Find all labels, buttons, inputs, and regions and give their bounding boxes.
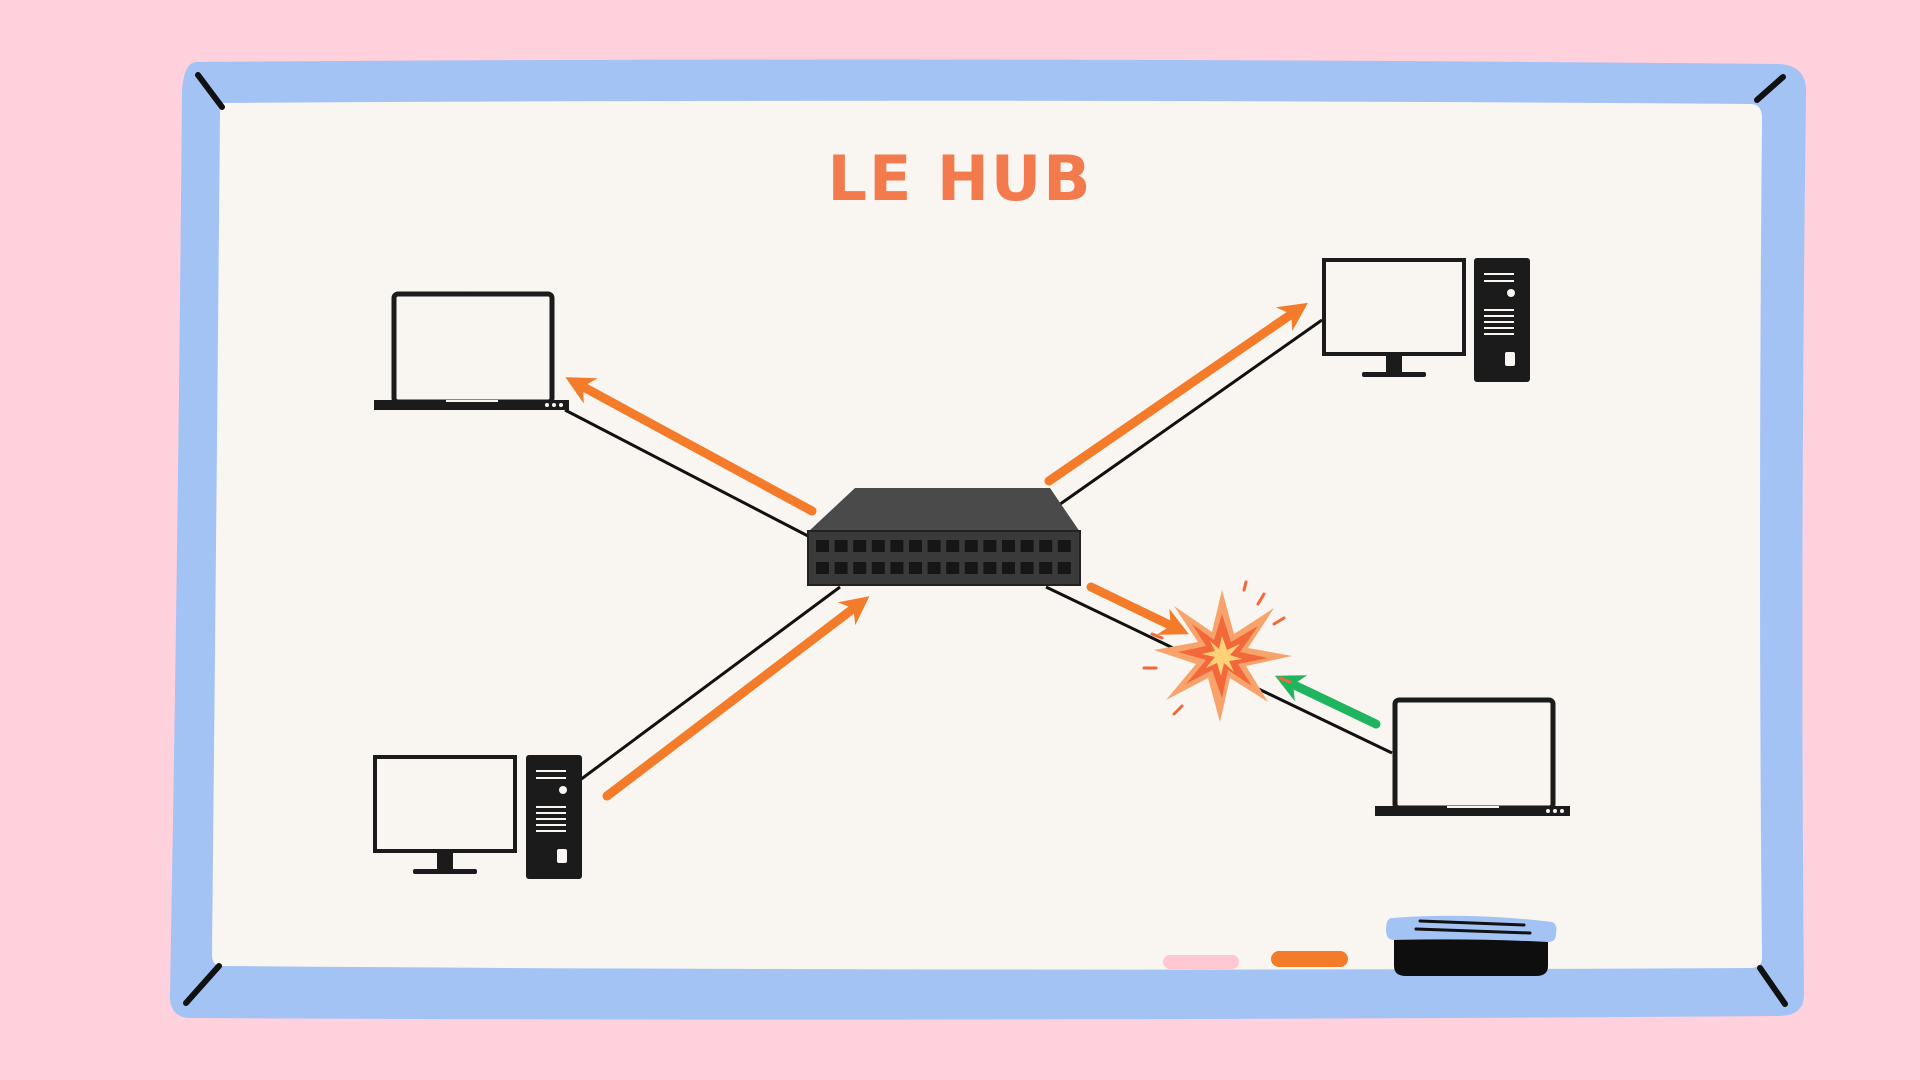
laptop-led	[1560, 809, 1564, 813]
tower-power-button	[559, 786, 567, 794]
laptop-trackpad-slot	[446, 400, 498, 402]
corner-mark-top-left	[195, 72, 225, 110]
hub-port	[834, 540, 848, 552]
cable-hub-to-desktop-top-right	[1055, 318, 1323, 509]
spark	[1172, 704, 1184, 716]
laptop-led	[559, 403, 563, 407]
laptop-icon	[1375, 697, 1570, 816]
laptop-led	[552, 403, 556, 407]
desktop-computer-icon	[1322, 258, 1530, 382]
cable-hub-to-laptop-top-left	[564, 408, 809, 538]
desktop-tower	[1474, 258, 1530, 382]
arrow-laptop-bottom-right-to-collision	[1275, 675, 1381, 729]
hub-port	[1057, 540, 1071, 552]
hub-port	[983, 562, 997, 574]
diagram-title: LE HUB	[828, 142, 1093, 215]
laptop-camera	[471, 292, 475, 296]
hub-port	[853, 562, 867, 574]
spark	[1256, 592, 1266, 606]
corner-mark-bottom-left	[183, 963, 222, 1006]
hub-port	[1039, 562, 1053, 574]
laptop-trackpad-slot	[1447, 806, 1499, 808]
desktop-monitor-foot	[413, 869, 477, 874]
eraser-handle-line	[1418, 919, 1526, 927]
corner-mark-bottom-right	[1757, 965, 1788, 1007]
hub-port	[816, 562, 829, 574]
laptop-icon	[374, 291, 569, 410]
signal-arrows	[565, 302, 1381, 801]
tower-power-button	[1507, 289, 1515, 297]
spark	[1150, 632, 1164, 640]
desktop-monitor-neck	[1386, 354, 1402, 374]
eraser-handle-line	[1414, 927, 1532, 935]
arrow-hub-to-desktop-top-right	[1044, 302, 1308, 486]
marker-icon	[1271, 951, 1348, 967]
hub-port	[964, 540, 978, 552]
hub-front	[807, 530, 1081, 586]
laptop-led	[1553, 809, 1557, 813]
whiteboard-eraser-icon	[1386, 915, 1557, 976]
laptop-base	[1375, 806, 1570, 816]
board-tray	[1163, 915, 1557, 976]
tower-drive-bay	[557, 849, 567, 863]
hub-port	[927, 562, 941, 574]
laptop-screen	[1392, 697, 1556, 811]
hub-port	[871, 540, 885, 552]
hub-port	[1020, 540, 1034, 552]
arrow-hub-to-collision	[1086, 582, 1189, 635]
hub-top	[808, 488, 1080, 532]
hub-port	[909, 540, 922, 552]
corner-mark-top-right	[1754, 74, 1786, 103]
hub-port	[816, 540, 829, 552]
collision-inner-burst	[1202, 636, 1242, 676]
spark	[1278, 676, 1292, 684]
desktop-monitor	[1322, 258, 1466, 356]
desktop-monitor-foot	[1362, 372, 1426, 377]
network-hub-icon	[807, 488, 1081, 586]
hub-port	[853, 540, 867, 552]
collision-sparks	[1142, 580, 1292, 716]
hub-port	[1002, 540, 1015, 552]
collision-explosion-icon	[1142, 580, 1292, 722]
spark	[1242, 580, 1248, 592]
hub-port	[1002, 562, 1015, 574]
laptop-led	[1546, 809, 1550, 813]
spark	[1272, 616, 1286, 626]
arrow-hub-to-laptop-top-left	[565, 377, 817, 516]
arrow-desktop-bottom-left-to-hub	[602, 596, 870, 801]
hub-port	[1057, 562, 1071, 574]
hub-port	[964, 562, 978, 574]
hub-port	[927, 540, 941, 552]
hub-port	[834, 562, 848, 574]
hub-port	[1039, 540, 1053, 552]
laptop-screen	[391, 291, 555, 405]
hub-port	[871, 562, 885, 574]
hub-port	[946, 540, 960, 552]
desktop-monitor	[373, 755, 517, 853]
tower-drive-bay	[1505, 352, 1515, 366]
desktop-tower	[526, 755, 582, 879]
hub-port	[946, 562, 960, 574]
hub-port	[890, 540, 904, 552]
desktop-computer-icon	[373, 755, 582, 879]
laptop-led	[545, 403, 549, 407]
desktop-monitor-neck	[437, 851, 453, 871]
marker-icon	[1163, 955, 1239, 969]
hub-port	[909, 562, 922, 574]
laptop-camera	[1472, 698, 1476, 702]
hub-port	[890, 562, 904, 574]
hub-ports	[816, 540, 1071, 574]
cable-hub-to-desktop-bottom-left	[579, 585, 841, 782]
laptop-base	[374, 400, 569, 410]
hub-port	[1020, 562, 1034, 574]
eraser-felt	[1394, 935, 1548, 976]
hub-port	[983, 540, 997, 552]
